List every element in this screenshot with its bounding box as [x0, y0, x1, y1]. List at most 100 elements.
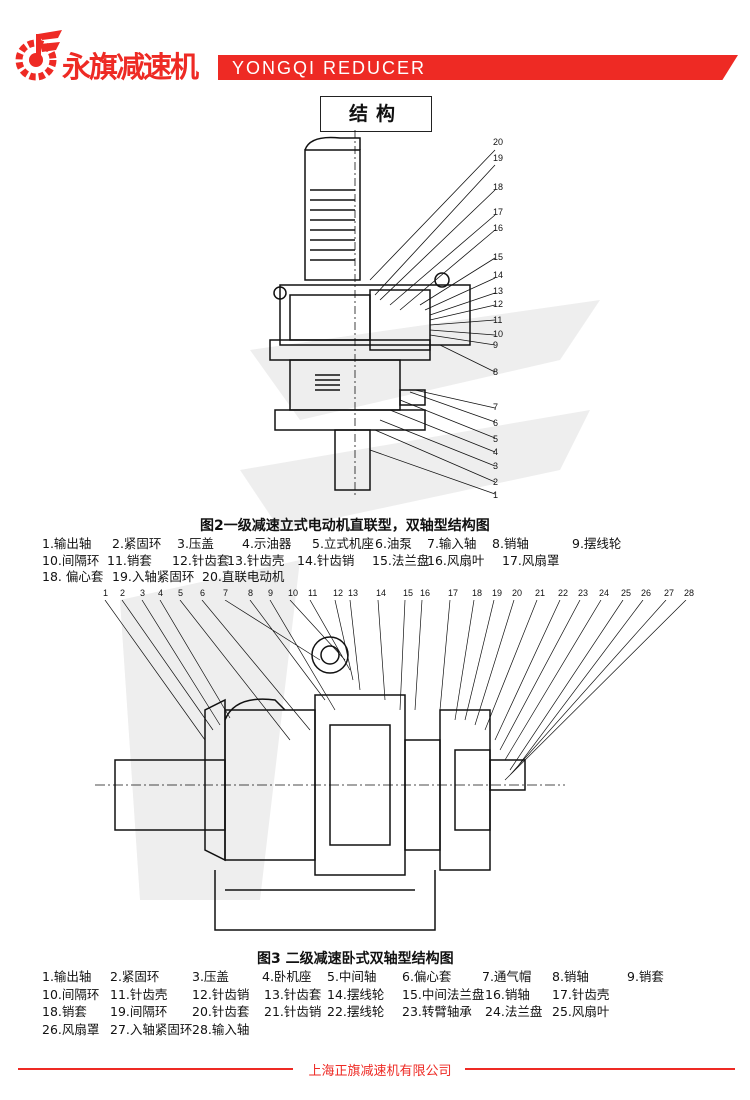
part-label: 11.销套	[107, 552, 152, 568]
part-label: 28.输入轴	[192, 1021, 250, 1037]
figure3-callout-number: 4	[158, 588, 164, 598]
figure3-callout-number: 11	[308, 588, 318, 598]
figure2-callout-number: 2	[493, 477, 499, 487]
part-label: 8.销轴	[552, 969, 589, 984]
part-label: 7.通气帽	[482, 969, 532, 984]
part-label: 6.油泵	[375, 536, 412, 551]
part-label: 15.中间法兰盘	[402, 986, 485, 1002]
figure3-callout-number: 7	[223, 588, 229, 598]
figure2-callout-number: 10	[493, 329, 504, 339]
figure3-callout-number: 1	[103, 588, 109, 598]
figure3-callout-number: 17	[448, 588, 459, 598]
figure2-callout-number: 18	[493, 182, 504, 192]
footer-divider-right	[465, 1068, 735, 1070]
part-label: 13.针齿壳	[227, 552, 285, 568]
figure3-callout-number: 19	[492, 588, 503, 598]
gear-logo-icon	[15, 30, 62, 81]
part-label: 21.针齿销	[264, 1004, 322, 1019]
part-label: 14.摆线轮	[327, 986, 385, 1002]
part-label: 18. 偏心套	[42, 569, 104, 584]
part-label: 10.间隔环	[42, 552, 100, 568]
part-label: 11.针齿壳	[110, 986, 168, 1002]
figure3-callout-number: 13	[348, 588, 359, 598]
figure3-caption: 图3 二级减速卧式双轴型结构图	[257, 951, 454, 967]
figure3-callout-number: 9	[268, 588, 274, 598]
figure3-callout-number: 14	[376, 588, 387, 598]
part-label: 4.示油器	[242, 536, 292, 551]
figure2-callout-number: 8	[493, 367, 499, 377]
brand-name-cn: 永旗减速机	[62, 50, 199, 84]
part-label: 6.偏心套	[402, 969, 452, 984]
part-label: 26.风扇罩	[42, 1021, 100, 1037]
figure2-callout-number: 11	[493, 315, 503, 325]
part-label: 19.间隔环	[110, 1004, 168, 1019]
figure2-callout-number: 15	[493, 252, 504, 262]
figure2-drawing	[269, 130, 496, 495]
part-label: 5.立式机座	[312, 536, 374, 551]
part-label: 19.入轴紧固环	[112, 569, 195, 584]
part-label: 23.转臂轴承	[402, 1004, 472, 1019]
figure2-caption: 图2一级减速立式电动机直联型，双轴型结构图	[200, 518, 490, 534]
figure3-callout-number: 26	[641, 588, 652, 598]
figure2-callout-number: 3	[493, 461, 499, 471]
part-label: 27.入轴紧固环	[110, 1021, 193, 1037]
figure2-callout-number: 1	[493, 490, 499, 500]
part-label: 16.销轴	[485, 986, 530, 1002]
figure3-callout-number: 16	[420, 588, 431, 598]
figure3-callout-number: 25	[621, 588, 632, 598]
part-label: 10.间隔环	[42, 986, 100, 1002]
part-label: 15.法兰盘	[372, 552, 430, 568]
part-label: 14.针齿销	[297, 552, 355, 568]
part-label: 7.输入轴	[427, 536, 477, 551]
part-label: 16.风扇叶	[427, 552, 485, 568]
brand-banner	[218, 55, 738, 80]
figure2-callout-number: 9	[493, 340, 499, 350]
figure3-callout-number: 23	[578, 588, 589, 598]
figure3-callout-number: 20	[512, 588, 523, 598]
part-label: 20.针齿套	[192, 1004, 250, 1019]
figure2-callout-number: 4	[493, 447, 499, 457]
footer-company: 上海正旗减速机有限公司	[308, 1064, 452, 1079]
figure3-callout-number: 10	[288, 588, 299, 598]
figure3-callout-number: 15	[403, 588, 414, 598]
part-label: 18.销套	[42, 1004, 87, 1019]
figure3-callout-number: 8	[248, 588, 254, 598]
part-label: 4.卧机座	[262, 969, 312, 984]
figure3-callout-number: 27	[664, 588, 675, 598]
figure3-callout-number: 5	[178, 588, 184, 598]
figure3-callout-number: 3	[140, 588, 146, 598]
part-label: 1.输出轴	[42, 536, 92, 551]
part-label: 3.压盖	[192, 969, 229, 984]
brand-name-en: YONGQI REDUCER	[232, 58, 427, 78]
figure3-drawing	[95, 600, 687, 931]
figure2-callout-number: 13	[493, 286, 504, 296]
figure2-callout-number: 12	[493, 299, 504, 309]
part-label: 8.销轴	[492, 536, 529, 551]
figure3-callout-number: 6	[200, 588, 206, 598]
footer-divider-left	[18, 1068, 293, 1070]
figure2-callout-number: 6	[493, 418, 499, 428]
part-label: 9.摆线轮	[572, 536, 622, 551]
figure2-callout-number: 14	[493, 270, 504, 280]
part-label: 17.针齿壳	[552, 986, 610, 1002]
part-label: 1.输出轴	[42, 969, 92, 984]
part-label: 3.压盖	[177, 536, 214, 551]
part-label: 13.针齿套	[264, 986, 322, 1002]
figure2-callout-number: 17	[493, 207, 504, 217]
figure3-callout-number: 21	[535, 588, 546, 598]
figure3-callout-number: 28	[684, 588, 695, 598]
figure2-callout-number: 16	[493, 223, 504, 233]
figure2-callout-number: 7	[493, 402, 499, 412]
part-label: 17.风扇罩	[502, 552, 560, 568]
figure2-callout-number: 5	[493, 434, 499, 444]
figure3-callout-number: 24	[599, 588, 610, 598]
figure3-callout-number: 2	[120, 588, 126, 598]
part-label: 2.紧固环	[110, 969, 160, 984]
part-label: 22.摆线轮	[327, 1004, 385, 1019]
figure3-callout-number: 12	[333, 588, 344, 598]
part-label: 2.紧固环	[112, 536, 162, 551]
figure3-callout-number: 22	[558, 588, 569, 598]
part-label: 12.针齿销	[192, 986, 250, 1002]
figure2-callout-number: 20	[493, 137, 504, 147]
